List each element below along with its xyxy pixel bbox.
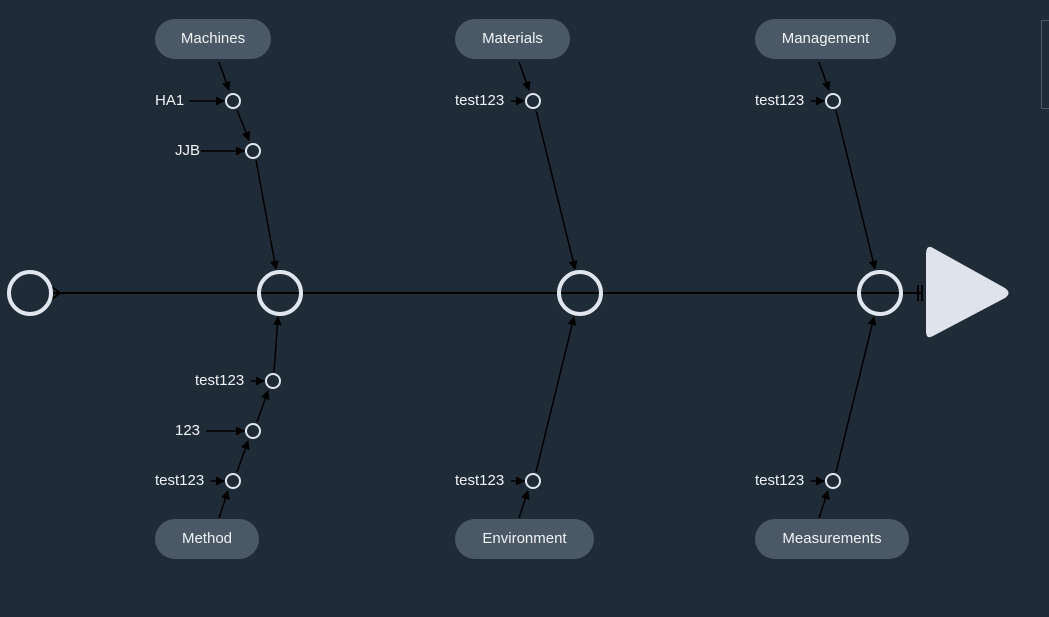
category-environment[interactable]: Environment	[455, 519, 594, 559]
branch-arrow	[236, 440, 250, 473]
cause-node[interactable]	[245, 423, 261, 439]
branch-arrow	[535, 109, 578, 270]
branch-arrow	[818, 490, 830, 519]
branch-arrow	[818, 61, 831, 91]
cause-label[interactable]: test123	[155, 472, 205, 489]
spine-node-3[interactable]	[857, 270, 903, 316]
cause-node[interactable]	[525, 473, 541, 489]
cause-label[interactable]: test123	[455, 92, 505, 109]
cause-node[interactable]	[225, 93, 241, 109]
category-measurements[interactable]: Measurements	[755, 519, 909, 559]
cause-label[interactable]: test123	[195, 372, 245, 389]
cause-node[interactable]	[525, 93, 541, 109]
spine-node-2[interactable]	[557, 270, 603, 316]
cause-node[interactable]	[265, 373, 281, 389]
category-machines[interactable]: Machines	[155, 19, 271, 59]
cause-label[interactable]: test123	[755, 472, 805, 489]
spine-tail-arrow-icon	[51, 286, 62, 300]
branch-arrow	[256, 390, 270, 423]
branch-arrow	[272, 316, 282, 373]
branch-arrow	[835, 109, 878, 270]
cause-label[interactable]: HA1	[155, 92, 185, 109]
cause-node[interactable]	[825, 93, 841, 109]
branch-arrow	[835, 316, 877, 473]
cause-label[interactable]: test123	[755, 92, 805, 109]
cause-node[interactable]	[225, 473, 241, 489]
branch-arrow	[218, 490, 230, 519]
cause-label[interactable]: 123	[175, 422, 201, 439]
category-materials[interactable]: Materials	[455, 19, 570, 59]
cause-label[interactable]: JJB	[175, 142, 201, 159]
cause-node[interactable]	[825, 473, 841, 489]
category-method[interactable]: Method	[155, 519, 259, 559]
category-management[interactable]: Management	[755, 19, 896, 59]
branch-arrow	[218, 61, 231, 91]
branch-arrow	[518, 61, 531, 91]
cause-node[interactable]	[245, 143, 261, 159]
branch-arrow	[535, 316, 577, 473]
cause-label[interactable]: test123	[455, 472, 505, 489]
branch-arrow	[236, 109, 251, 141]
side-panel-edge	[1041, 20, 1049, 109]
head-triangle-icon[interactable]	[926, 246, 1009, 338]
spine-node-1[interactable]	[257, 270, 303, 316]
spine-start-node[interactable]	[7, 270, 53, 316]
branch-arrow	[255, 159, 279, 270]
branch-arrow	[518, 490, 530, 519]
